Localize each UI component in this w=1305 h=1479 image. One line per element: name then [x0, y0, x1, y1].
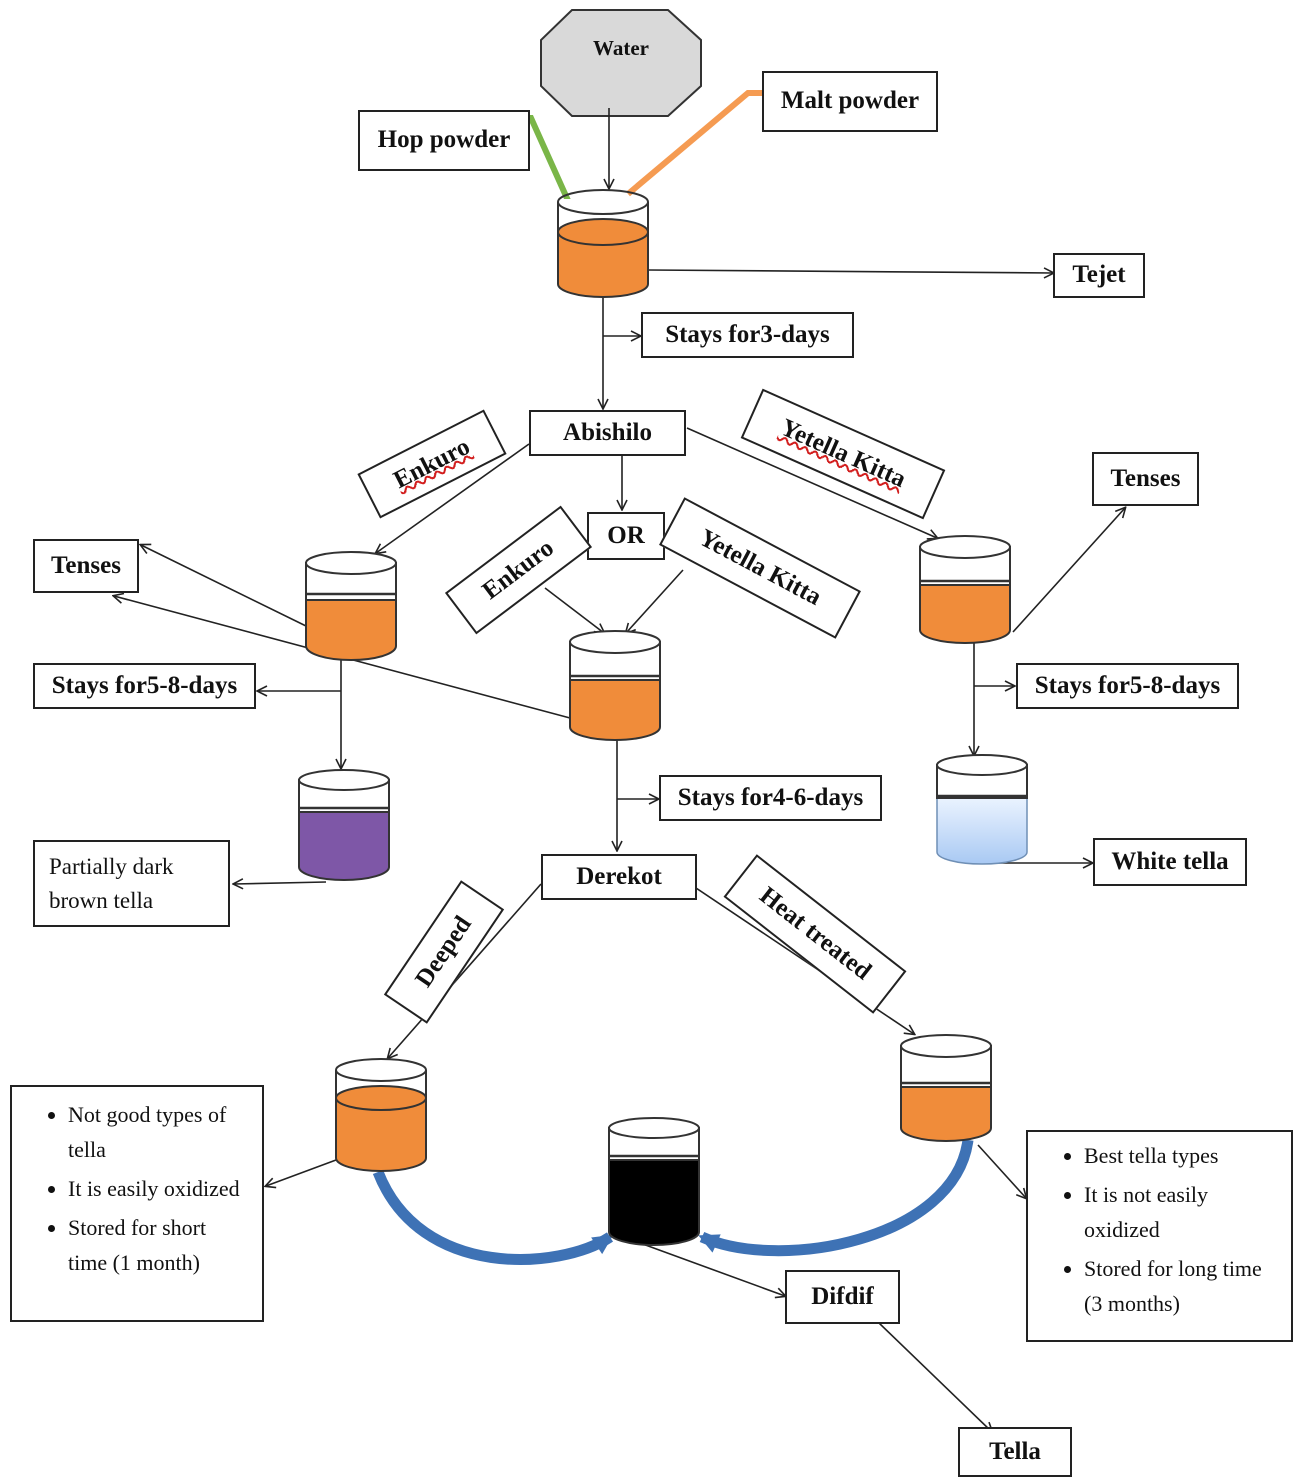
partially-dark-line1: Partially dark — [49, 853, 174, 879]
partially-dark-line2: brown tella — [49, 887, 154, 913]
arrow-abishilo-to-left-pot — [376, 443, 530, 553]
purple-pot — [298, 769, 390, 881]
tella-label: Tella — [989, 1437, 1041, 1465]
tejet-box: Tejet — [1053, 253, 1145, 298]
stay-5-8-days-left-box: Stays for5-8-days — [33, 663, 256, 709]
tenses-right-box: Tenses — [1092, 452, 1199, 506]
arrow-black-pot-to-difdif — [639, 1242, 785, 1296]
abishilo-box: Abishilo — [529, 410, 686, 456]
stay-3-days-label: Stays for3-days — [665, 320, 830, 348]
arrow-difdif-to-tella — [877, 1321, 992, 1432]
malt-feed-line — [626, 90, 762, 197]
blue-curve-from-deeped — [372, 1169, 614, 1265]
arrow-derekot-to-deeped-pot — [388, 883, 542, 1058]
hop-powder-label: Hop powder — [377, 126, 511, 154]
right-pot — [919, 535, 1011, 644]
arrow-purple-pot-to-partially-dark — [234, 882, 327, 884]
stay-4-6-days-box: Stays for4-6-days — [659, 775, 882, 821]
deeped-note-1: Not good types of tella — [68, 1097, 250, 1167]
tenses-left-label: Tenses — [51, 551, 121, 579]
tenses-left-box: Tenses — [33, 539, 139, 593]
difdif-box: Difdif — [785, 1270, 900, 1324]
derekot-box: Derekot — [541, 854, 697, 900]
arrow-heat-pot-to-notes — [977, 1144, 1026, 1198]
stay-3-days-box: Stays for3-days — [641, 312, 854, 358]
black-pot — [608, 1117, 700, 1246]
arrow-yetella-to-mid-pot — [626, 569, 684, 633]
stay-5-8-days-left-label: Stays for5-8-days — [51, 671, 238, 699]
heat-note-3: Stored for long time (3 months) — [1084, 1251, 1279, 1321]
malt-powder-box: Malt powder — [762, 71, 938, 132]
abishilo-label: Abishilo — [563, 418, 652, 446]
difdif-label: Difdif — [811, 1282, 874, 1310]
light-blue-pot — [936, 754, 1028, 865]
arrow-right-pot-to-tenses — [1012, 508, 1125, 633]
deeped-note-2: It is easily oxidized — [68, 1171, 250, 1206]
stay-4-6-days-label: Stays for4-6-days — [677, 783, 864, 811]
tejet-label: Tejet — [1072, 261, 1126, 289]
hop-powder-box: Hop powder — [358, 110, 530, 171]
stay-5-8-days-right-box: Stays for5-8-days — [1016, 663, 1239, 709]
deeped-note-3: Stored for short time (1 month) — [68, 1210, 250, 1280]
heat-treated-pot — [900, 1034, 992, 1142]
water-octagon — [540, 9, 702, 117]
stay-5-8-days-right-label: Stays for5-8-days — [1034, 671, 1221, 699]
water-label: Water — [593, 36, 649, 60]
left-pot — [305, 551, 397, 661]
arrow-abishilo-to-right-pot — [686, 427, 937, 538]
heat-treated-notes-box: Best tella types It is not easily oxidiz… — [1026, 1130, 1293, 1342]
top-pot — [556, 189, 649, 298]
arrow-deeped-pot-to-notes — [266, 1159, 337, 1186]
or-box: OR — [587, 512, 665, 560]
heat-note-1: Best tella types — [1084, 1138, 1279, 1173]
arrow-left-pot-to-tenses — [141, 545, 307, 627]
deeped-pot — [335, 1058, 427, 1172]
blue-curve-from-heat-treated — [698, 1139, 974, 1257]
tella-box: Tella — [958, 1427, 1072, 1477]
derekot-label: Derekot — [576, 862, 662, 890]
deeped-notes-box: Not good types of tella It is easily oxi… — [10, 1085, 264, 1322]
middle-pot — [569, 630, 661, 741]
heat-note-2: It is not easily oxidized — [1084, 1177, 1279, 1247]
arrow-enkuro-to-mid-pot — [544, 587, 604, 633]
white-tella-box: White tella — [1093, 838, 1247, 886]
arrow-to-tejet — [647, 270, 1053, 273]
malt-powder-label: Malt powder — [780, 87, 920, 115]
partially-dark-brown-tella-box: Partially dark brown tella — [33, 840, 230, 927]
or-label: OR — [607, 521, 645, 549]
white-tella-label: White tella — [1111, 847, 1229, 875]
tenses-right-label: Tenses — [1110, 464, 1181, 492]
